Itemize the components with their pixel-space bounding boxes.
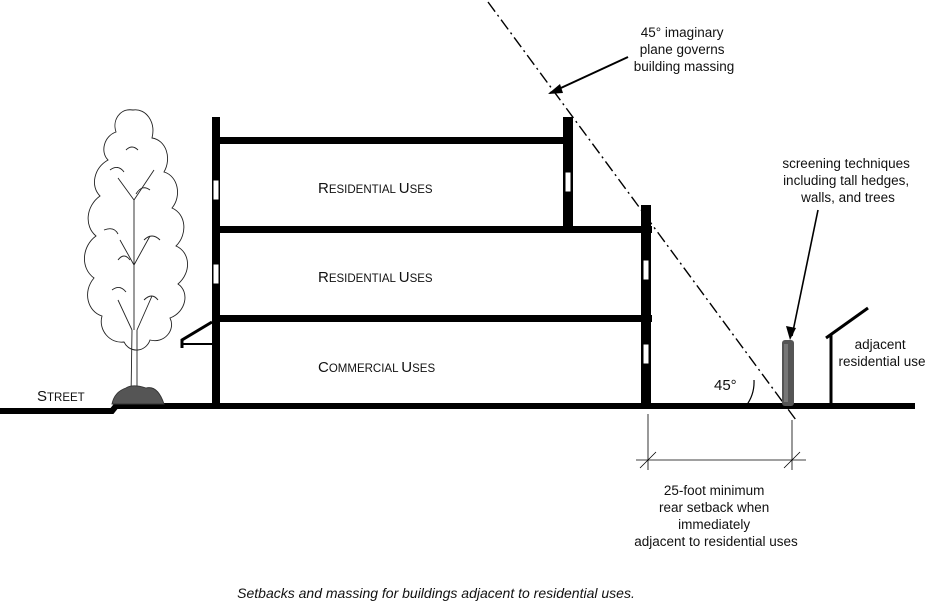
screening-hedge — [782, 340, 794, 406]
floor-label-commercial: COMMERCIAL USES — [318, 359, 435, 376]
figure-caption: Setbacks and massing for buildings adjac… — [237, 585, 635, 601]
angle-label: 45° — [714, 377, 737, 394]
street-label: STREET — [37, 388, 85, 405]
floor-label-residential-upper-text: RESIDENTIAL USES — [318, 180, 433, 197]
screening-note-arrow — [786, 209, 819, 340]
angle-plane-line — [487, 1, 797, 421]
angle-arc — [745, 379, 755, 407]
plane-note: 45° imaginary plane governs building mas… — [634, 25, 735, 74]
street-label-text: STREET — [37, 388, 85, 405]
adjacent-note: adjacent residential use — [838, 337, 925, 369]
screening-note: screening techniques including tall hedg… — [782, 156, 913, 205]
adjacent-residence — [825, 306, 869, 406]
tree-illustration — [84, 109, 188, 405]
windows — [212, 171, 650, 365]
floor-label-residential-middle-text: RESIDENTIAL USES — [318, 269, 433, 286]
ground-line — [0, 403, 915, 414]
awning — [180, 320, 213, 348]
setback-dimension — [636, 414, 806, 470]
floor-label-residential-upper: RESIDENTIAL USES — [318, 180, 433, 197]
floor-label-commercial-text: COMMERCIAL USES — [318, 359, 435, 376]
plane-note-arrow — [548, 56, 629, 94]
floor-label-residential-middle: RESIDENTIAL USES — [318, 269, 433, 286]
setback-note: 25-foot minimum rear setback when immedi… — [634, 483, 798, 549]
